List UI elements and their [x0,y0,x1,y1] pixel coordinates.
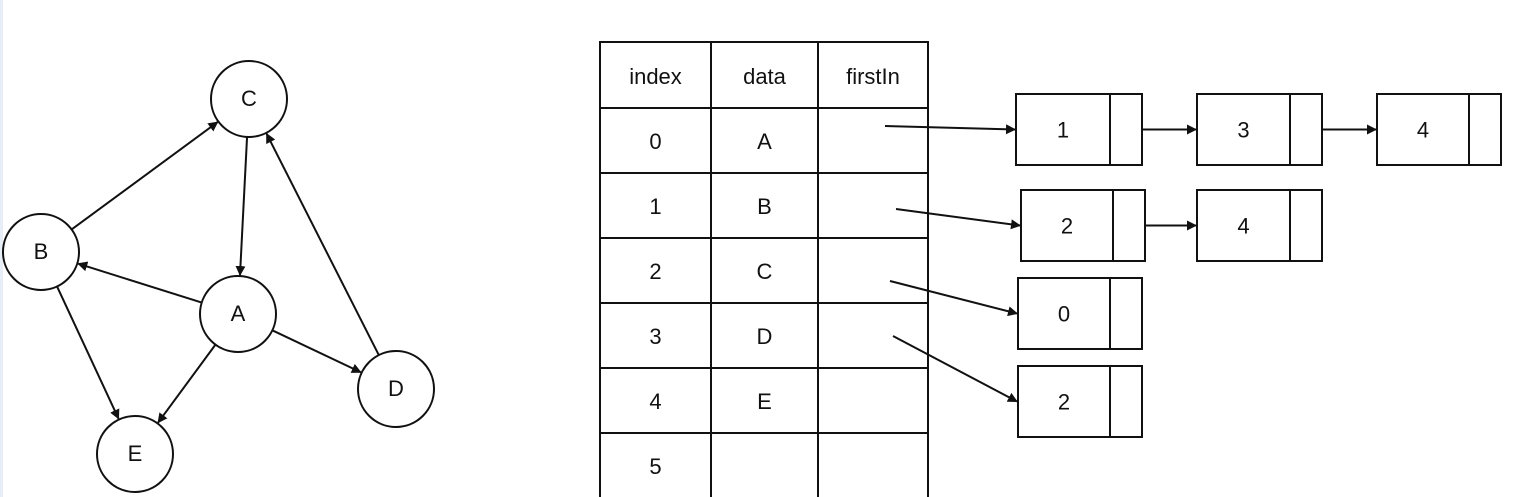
node-label: A [231,301,246,326]
table-cell-data: A [757,129,772,154]
table-cell-index: 3 [649,324,661,349]
list-node-box [1015,93,1143,166]
adjacency-list-row-2: 0 [1017,277,1143,350]
firstin-arrow [892,335,1018,403]
node-label: E [128,441,143,466]
graph-edges [56,121,380,424]
table-header-data: data [743,64,787,89]
table-cell-index: 5 [649,454,661,479]
list-node-box [1017,365,1143,438]
list-node-box [1017,277,1143,350]
edge-a-to-b [77,261,203,304]
node-label: B [34,239,49,264]
node-label: C [241,86,257,111]
node-circle [96,415,174,493]
vertex-table: index data firstIn 0 A 1 B 2 C 3 D 4 E 5 [599,41,929,497]
graph-node-d: D [357,350,435,428]
table-cell-data: B [757,194,772,219]
table-cell-index: 0 [649,129,661,154]
list-node-value: 2 [1061,214,1073,239]
adjacency-list-row-0: 1 3 4 [1015,93,1502,166]
graph-node-a: A [199,275,277,353]
table-header-firstin: firstIn [846,64,900,89]
list-node-box [1196,189,1323,262]
graph-node-b: B [2,213,80,291]
graph-node-e: E [96,415,174,493]
list-arrows [884,124,1377,403]
list-node-value: 4 [1417,118,1429,143]
list-node: 3 [1196,93,1323,166]
firstin-arrow [895,208,1021,230]
edge-c-to-a [235,136,249,277]
node-circle [199,275,277,353]
edge-a-to-e [157,344,217,424]
adjacency-list-row-3: 2 [1017,365,1143,438]
node-label: D [388,376,404,401]
list-node-value: 0 [1058,302,1070,327]
list-node-box [1376,93,1502,166]
list-node-value: 1 [1057,118,1069,143]
graph-nodes: C B A D E [2,60,435,493]
list-node: 2 [1020,189,1146,262]
list-node-box [1020,189,1146,262]
graph-node-c: C [210,60,288,138]
node-circle [357,350,435,428]
list-node-box [1196,93,1323,166]
list-node-value: 2 [1058,390,1070,415]
table-cell-data: E [757,389,772,414]
edge-b-to-c [71,121,219,231]
firstin-arrow [884,124,1016,135]
edge-a-to-d [271,329,362,374]
node-circle [210,60,288,138]
list-node-value: 3 [1237,118,1249,143]
edge-d-to-c [265,132,380,356]
table-cell-index: 1 [649,194,661,219]
list-node: 2 [1017,365,1143,438]
list-node-value: 4 [1237,214,1249,239]
list-node: 0 [1017,277,1143,350]
table-cell-index: 4 [649,389,661,414]
list-node: 4 [1376,93,1502,166]
left-edge-strip [0,0,3,497]
table-header-index: index [629,64,682,89]
edge-b-to-e [56,286,120,420]
firstin-arrow [889,280,1018,317]
list-node: 4 [1196,189,1323,262]
table-frame [599,41,929,497]
table-cell-data: C [757,259,773,284]
table-cell-data: D [757,324,773,349]
node-circle [2,213,80,291]
table-cell-index: 2 [649,259,661,284]
list-node: 1 [1015,93,1143,166]
